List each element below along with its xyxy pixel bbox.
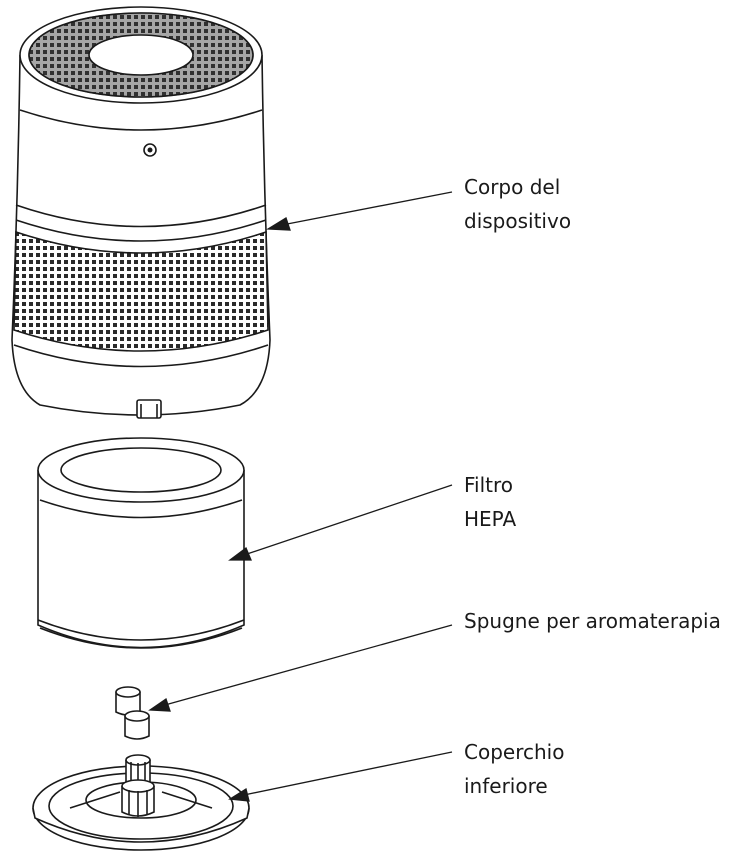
label-aroma-sponges-line1: Spugne per aromaterapia: [464, 609, 721, 633]
label-hepa-filter-line2: HEPA: [464, 507, 517, 531]
device-body: [11, 6, 271, 419]
bottom-cover: [32, 754, 250, 851]
hepa-filter: [37, 437, 245, 649]
label-aroma-sponges: Spugne per aromaterapia: [464, 604, 721, 638]
label-bottom-cover: Coperchio inferiore: [464, 735, 564, 803]
leader-lines: [148, 191, 453, 802]
base-connector: [136, 399, 162, 419]
label-device-body-line2: dispositivo: [464, 209, 572, 233]
leader-aroma-sponges: [164, 624, 453, 706]
label-device-body-line1: Corpo del: [464, 175, 561, 199]
side-air-mesh: [13, 230, 269, 352]
label-device-body: Corpo del dispositivo: [464, 170, 571, 238]
label-hepa-filter: Filtro HEPA: [464, 468, 516, 536]
aroma-sponges: [115, 686, 150, 740]
top-vent-grille: [28, 12, 254, 98]
leader-bottom-cover: [243, 751, 453, 796]
leader-hepa-filter: [243, 484, 453, 556]
label-hepa-filter-line1: Filtro: [464, 473, 514, 497]
leader-device-body: [281, 191, 453, 226]
label-bottom-cover-line1: Coperchio: [464, 740, 565, 764]
label-bottom-cover-line2: inferiore: [464, 774, 548, 798]
